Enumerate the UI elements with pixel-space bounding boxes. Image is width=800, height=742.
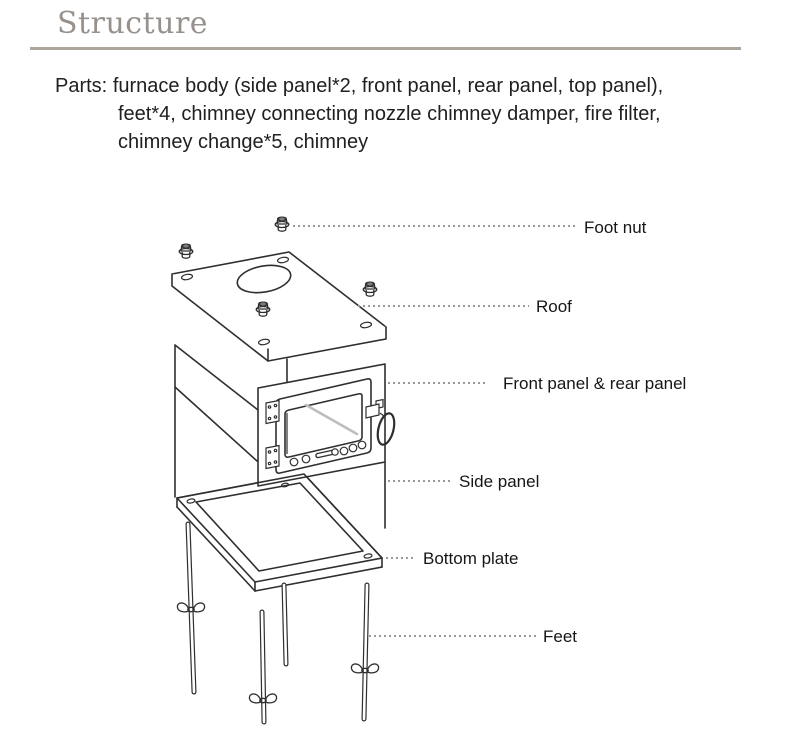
leader-lines [293,225,577,637]
label-roof: Roof [536,297,572,316]
label-side-panel: Side panel [459,472,539,491]
section-title: Structure [57,6,209,41]
door-air-vents [289,440,367,467]
feet-drawing [176,521,380,725]
roof-drawing [171,251,387,362]
label-foot-nut: Foot nut [584,218,647,237]
title-underline [30,47,741,50]
door-hinge-bottom [265,444,280,470]
chimney-hole [236,264,292,294]
label-feet: Feet [543,627,577,646]
furnace-body-drawing [174,344,288,498]
label-front-rear-panel: Front panel & rear panel [503,374,686,393]
parts-line-1-text: furnace body (side panel*2, front panel,… [112,75,664,97]
parts-line-1: Parts: furnace body (side panel*2, front… [55,72,765,100]
label-bottom-plate: Bottom plate [423,549,518,568]
door-handle [365,398,396,446]
door-hinge-top [265,399,280,425]
parts-description: Parts: furnace body (side panel*2, front… [55,72,765,156]
parts-line-3: chimney change*5, chimney [118,131,369,153]
door-glass [284,392,363,458]
parts-line-2: feet*4, chimney connecting nozzle chimne… [118,103,661,125]
glass-reflection [304,403,359,436]
parts-label: Parts: [55,75,108,97]
diagram-labels: Foot nut Roof Front panel & rear panel S… [423,218,686,646]
door-drawing [265,378,396,474]
